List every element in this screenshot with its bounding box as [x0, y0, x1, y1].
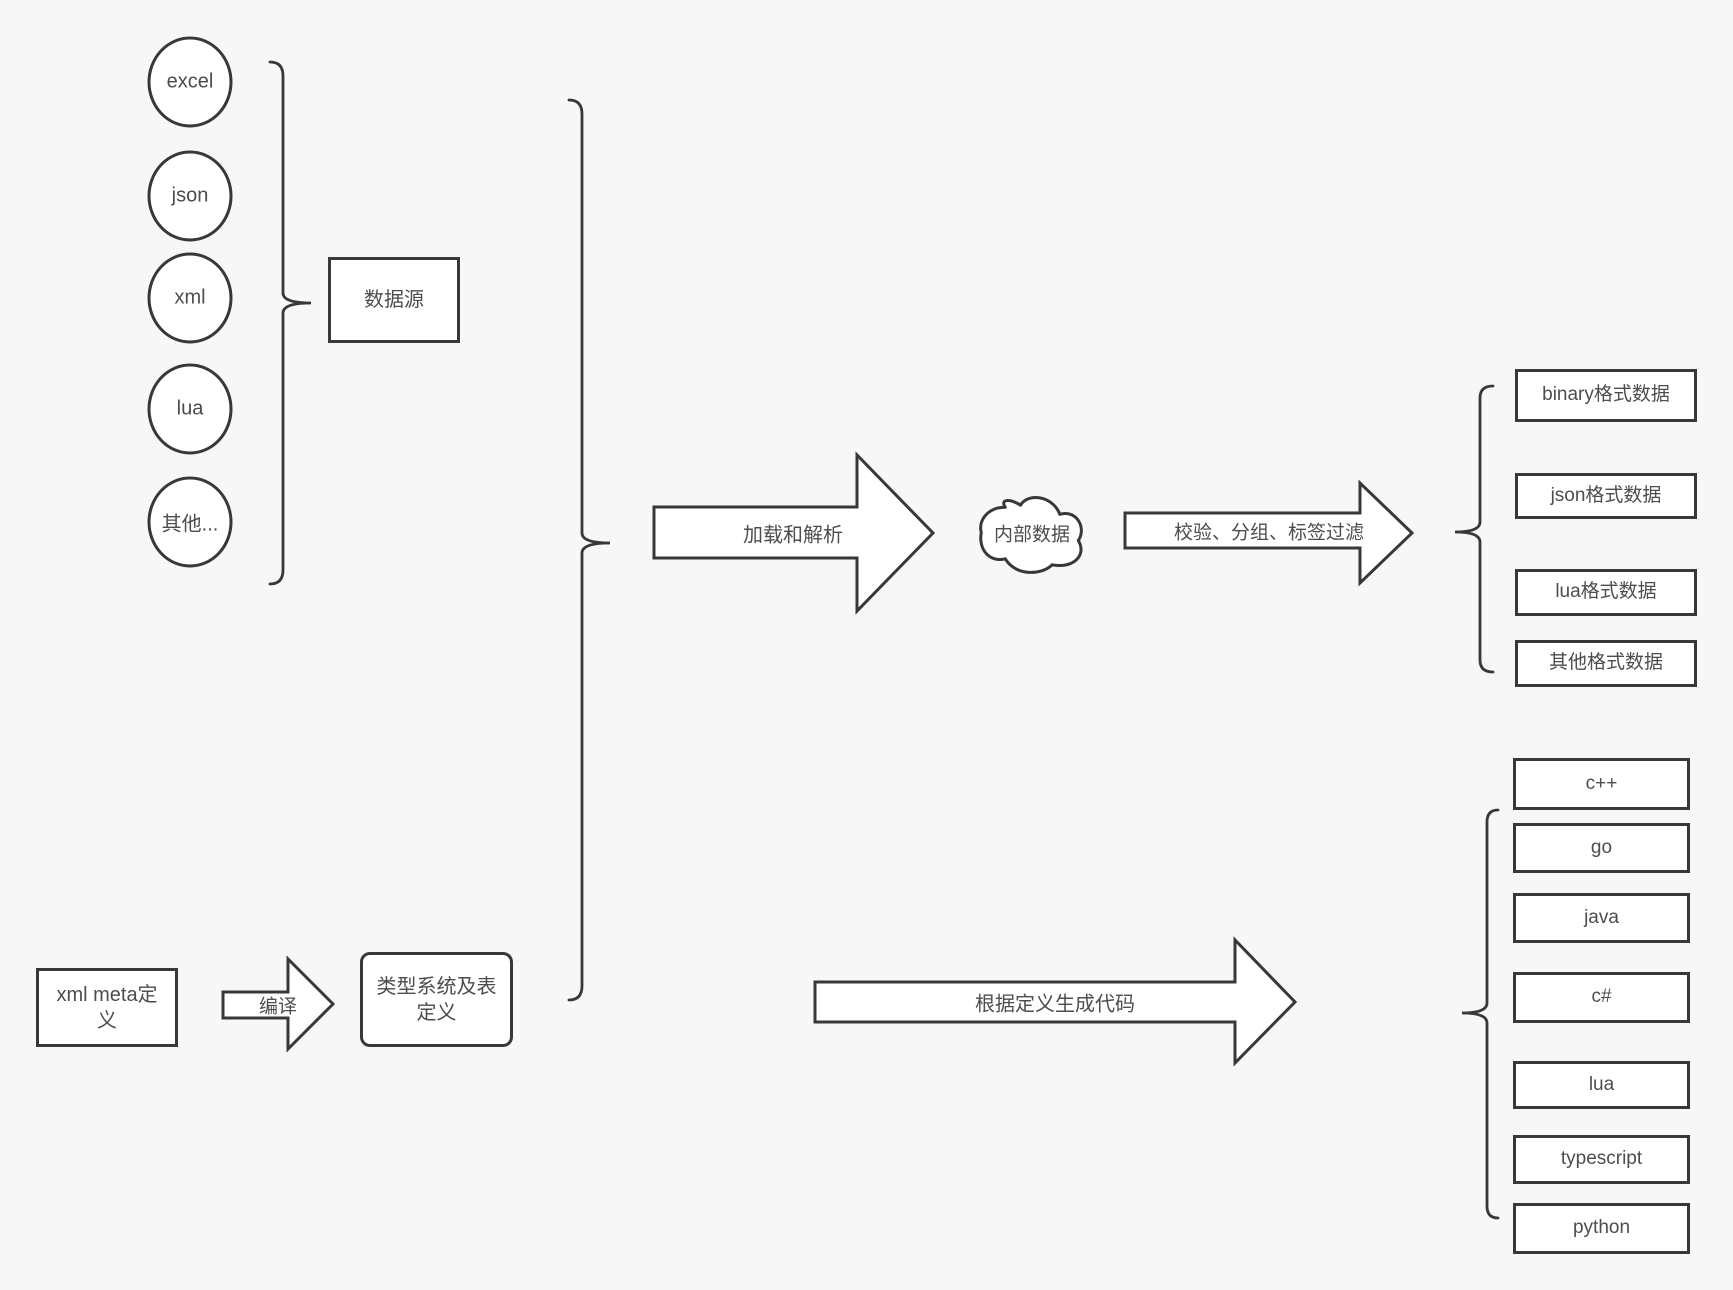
codegen-arrow-label: 根据定义生成代码 — [975, 993, 1135, 1016]
source-label-json: json — [171, 184, 209, 207]
filter-arrow-label: 校验、分组、标签过滤 — [1173, 522, 1365, 544]
format-output-other: 其他格式数据 — [1515, 640, 1697, 687]
code-target-python: python — [1513, 1203, 1690, 1254]
inputs-brace — [567, 98, 611, 1002]
data-source-box: 数据源 — [328, 257, 460, 343]
source-label-lua: lua — [176, 397, 204, 420]
type-system-box: 类型系统及表定义 — [360, 952, 513, 1047]
source-ellipse-other — [147, 476, 233, 568]
source-ellipse-lua — [147, 363, 233, 455]
internal-data-cloud — [979, 496, 1083, 574]
source-ellipse-json — [147, 150, 233, 242]
code-target-java: java — [1513, 893, 1690, 943]
codegen-arrow — [813, 936, 1298, 1067]
code-target-lua: lua — [1513, 1061, 1690, 1109]
filter-arrow — [1123, 479, 1415, 587]
compile-arrow — [221, 955, 336, 1053]
internal-data-label: 内部数据 — [993, 524, 1071, 546]
format-outputs-brace — [1454, 384, 1495, 674]
format-output-json: json格式数据 — [1515, 473, 1697, 519]
xml-meta-definition-box: xml meta定义 — [36, 968, 178, 1047]
code-target-cpp: c++ — [1513, 758, 1690, 810]
load-parse-arrow-label: 加载和解析 — [743, 524, 843, 547]
code-target-csharp: c# — [1513, 972, 1690, 1023]
source-label-xml: xml — [174, 286, 206, 309]
compile-arrow-label: 编译 — [258, 996, 298, 1018]
code-targets-brace — [1461, 808, 1500, 1220]
source-label-excel: excel — [166, 70, 214, 93]
sources-brace — [268, 60, 312, 586]
code-target-go: go — [1513, 823, 1690, 873]
source-ellipse-excel — [147, 36, 233, 128]
code-target-typescript: typescript — [1513, 1135, 1690, 1184]
source-label-other: 其他... — [161, 513, 219, 536]
format-output-binary: binary格式数据 — [1515, 369, 1697, 422]
load-parse-arrow — [652, 451, 936, 615]
source-ellipse-xml — [147, 252, 233, 344]
format-output-lua: lua格式数据 — [1515, 569, 1697, 616]
